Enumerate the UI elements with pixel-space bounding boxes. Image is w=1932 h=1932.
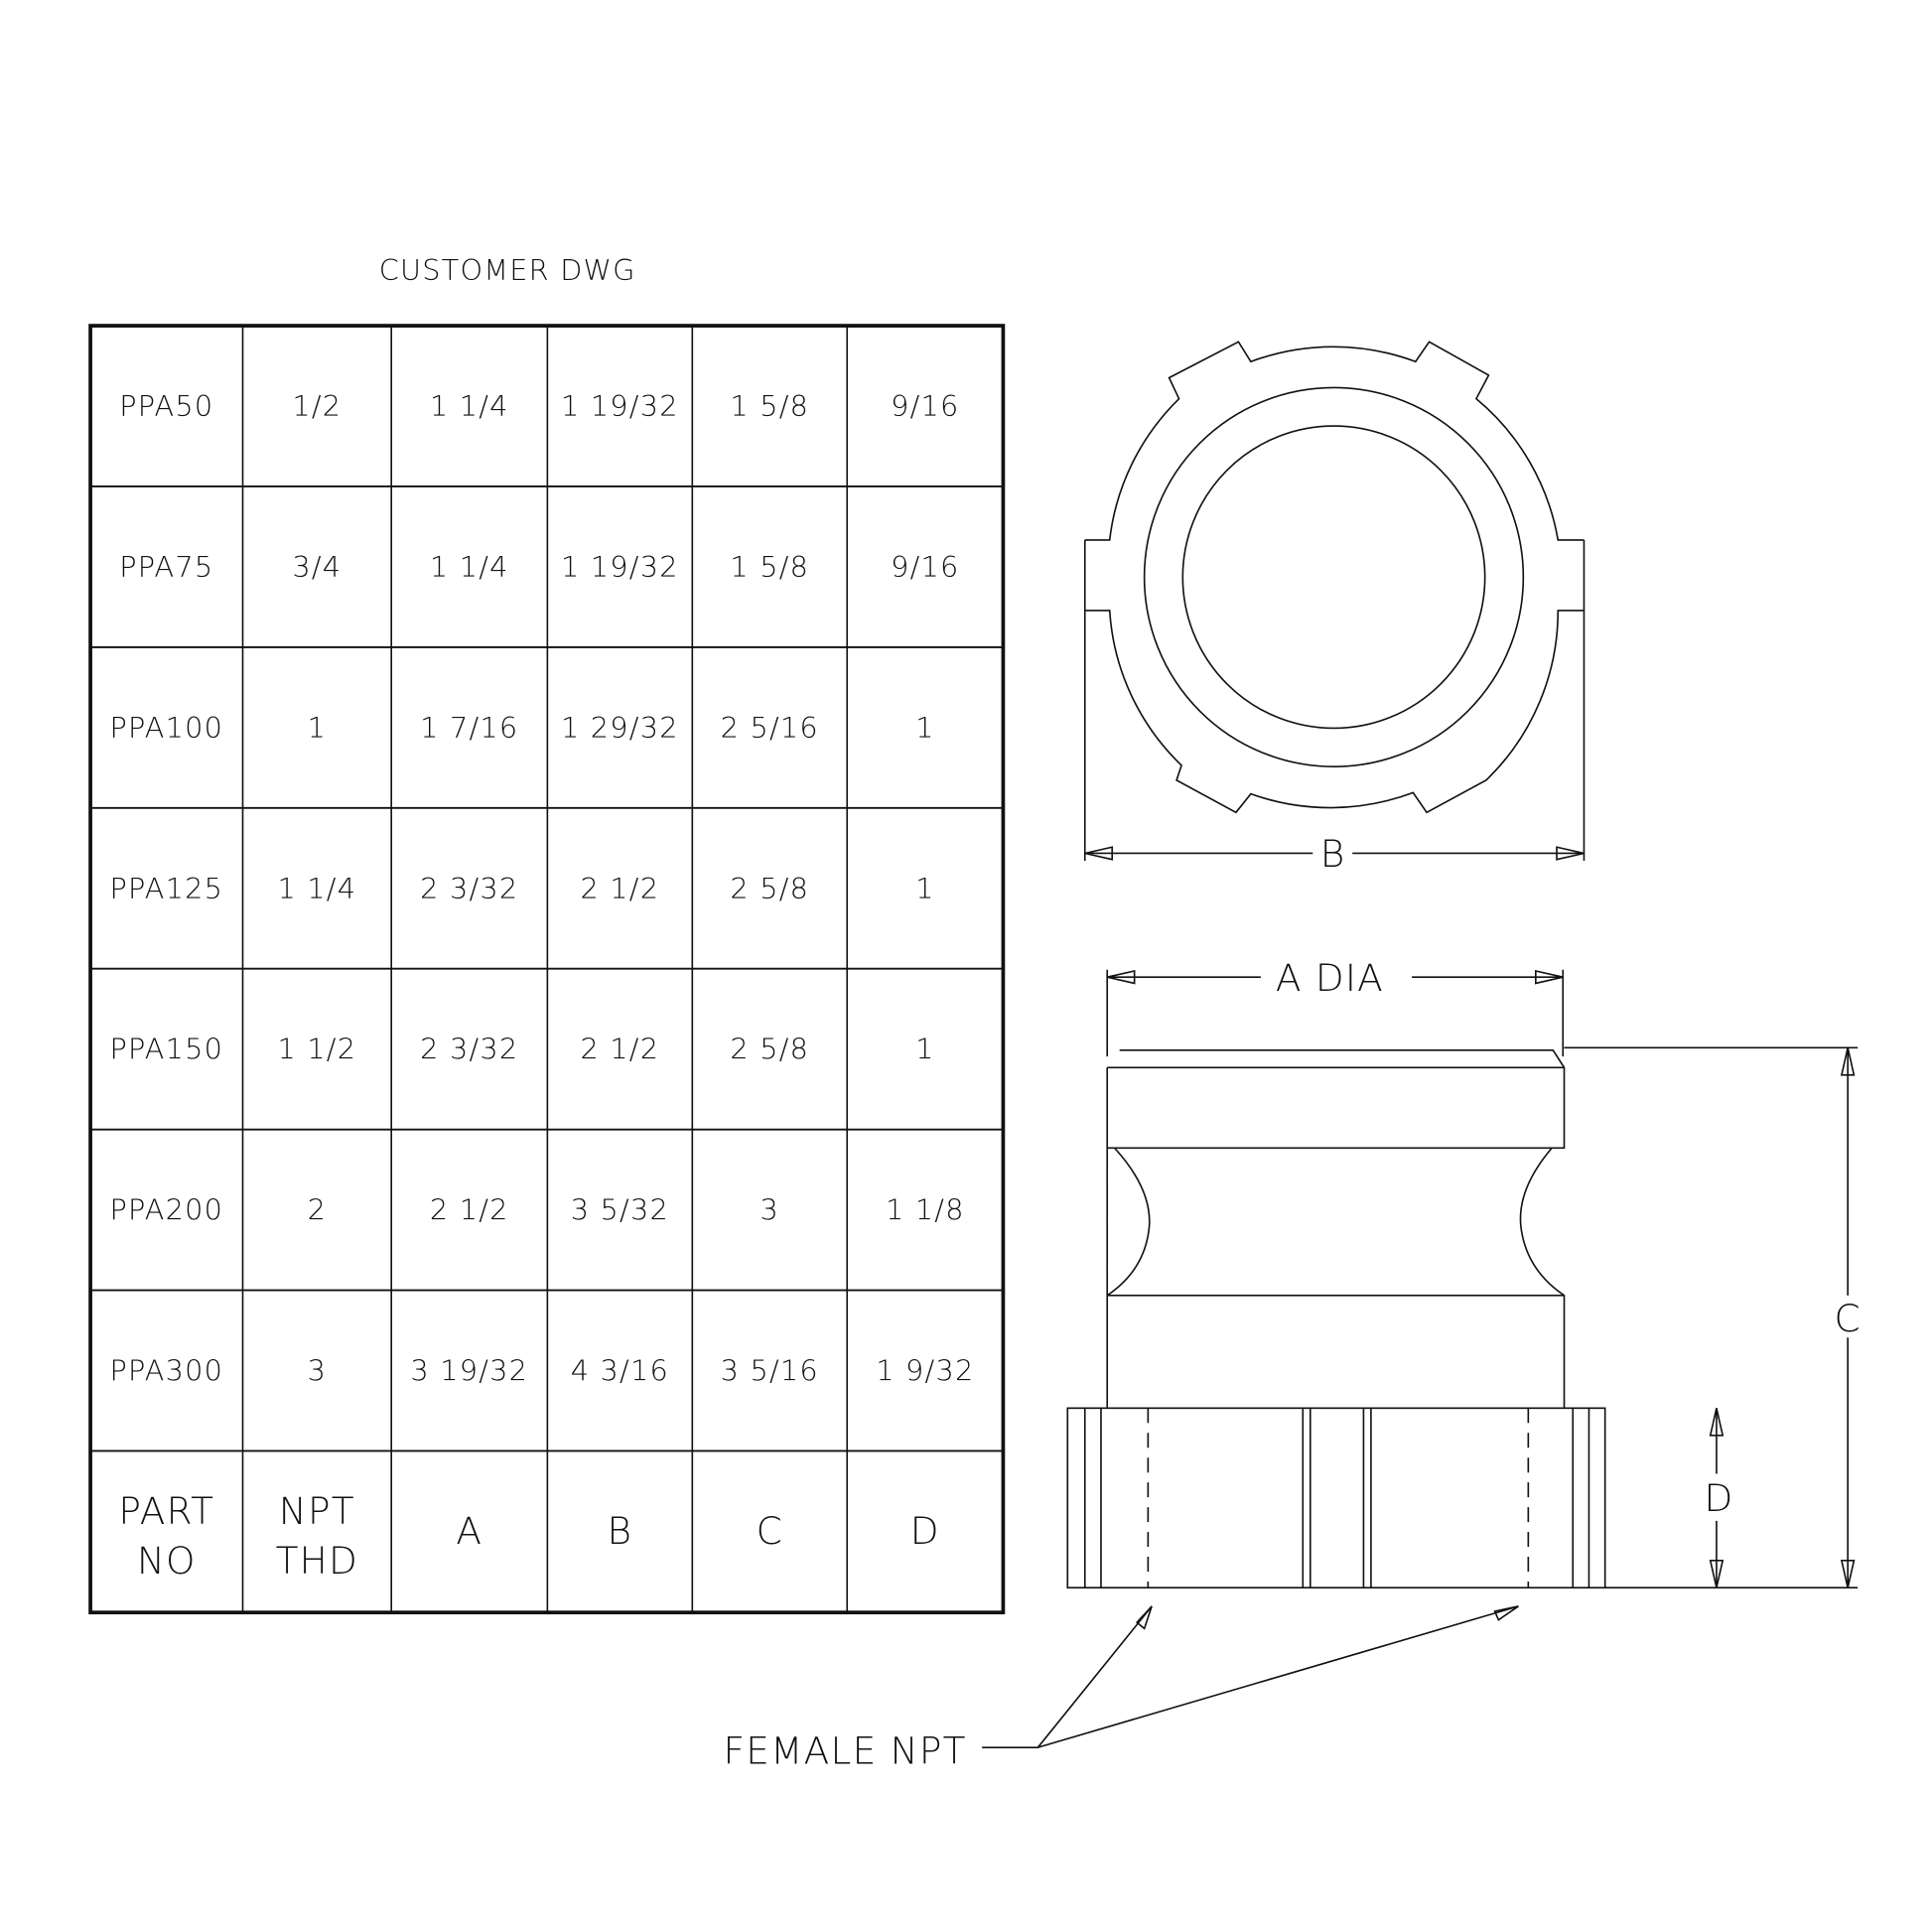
drawing-title: CUSTOMER DWG [379, 253, 636, 287]
table-cell: 3 [760, 1193, 780, 1227]
table-header: NO [137, 1539, 197, 1583]
dimension-d-label: D [1704, 1476, 1733, 1520]
part-number-cell: PPA150 [109, 1033, 223, 1066]
table-cell: 2 3/32 [420, 872, 518, 905]
dimension-a-dia-label: A DIA [1276, 956, 1384, 1000]
side-view: A DIA C D FEMALE NPT [724, 956, 1861, 1772]
table-cell: 3 19/32 [410, 1354, 528, 1388]
table-cell: 1 5/8 [730, 550, 809, 584]
table-header: D [910, 1509, 940, 1553]
table-header: C [757, 1509, 783, 1553]
table-cell: 2 1/2 [430, 1193, 509, 1227]
table-cell: 1 19/32 [561, 389, 679, 423]
part-number-cell: PPA100 [109, 711, 223, 745]
table-header: NPT [279, 1489, 355, 1533]
outer-profile [1084, 341, 1585, 814]
table-cell: 2 [308, 1193, 328, 1227]
table-cell: 1 19/32 [561, 550, 679, 584]
table-cell: 2 3/32 [420, 1033, 518, 1066]
table-cell: 1 5/8 [730, 389, 809, 423]
table-cell: 1 [915, 711, 935, 745]
table-cell: 4 3/16 [571, 1354, 669, 1388]
hex-base [1066, 1407, 1606, 1589]
table-cell: 2 1/2 [580, 872, 659, 905]
table-cell: 1 29/32 [561, 711, 679, 745]
table-cell: 1 1/8 [886, 1193, 965, 1227]
female-npt-callout: FEMALE NPT [724, 1728, 967, 1772]
table-cell: 2 1/2 [580, 1033, 659, 1066]
table-cell: 2 5/16 [721, 711, 819, 745]
table-cell: 1 9/32 [876, 1354, 974, 1388]
table-cell: 3 [308, 1354, 328, 1388]
table-cell: 1 1/4 [430, 550, 509, 584]
table-cell: 1 1/4 [277, 872, 356, 905]
coupler-body [1106, 1049, 1566, 1409]
table-header: THD [276, 1539, 359, 1583]
table-cell: 3/4 [292, 550, 342, 584]
table-cell: 1 1/4 [430, 389, 509, 423]
part-number-cell: PPA75 [119, 550, 213, 584]
ring-circle [1143, 386, 1525, 767]
table-cell: 1 [308, 711, 328, 745]
table-cell: 3 5/32 [571, 1193, 669, 1227]
table-cell: 1 [915, 872, 935, 905]
table-cell: 9/16 [891, 550, 959, 584]
table-header: PART [118, 1489, 214, 1533]
table-cell: 9/16 [891, 389, 959, 423]
table-cell: 1/2 [292, 389, 342, 423]
table-cell: 1 [915, 1033, 935, 1066]
part-number-cell: PPA200 [109, 1193, 223, 1227]
table-cell: 1 7/16 [420, 711, 518, 745]
dimension-b-label: B [1320, 832, 1346, 876]
table-cell: 2 5/8 [730, 872, 809, 905]
dimension-c-label: C [1834, 1297, 1861, 1340]
bore-circle [1181, 425, 1486, 730]
part-number-cell: PPA300 [109, 1354, 223, 1388]
table-header: A [456, 1509, 483, 1553]
table-cell: 3 5/16 [721, 1354, 819, 1388]
table-header: B [607, 1509, 632, 1553]
part-number-cell: PPA50 [119, 389, 213, 423]
top-view: B [1083, 341, 1586, 876]
table-cell: 1 1/2 [277, 1033, 356, 1066]
part-number-cell: PPA125 [109, 872, 223, 905]
table-cell: 2 5/8 [730, 1033, 809, 1066]
